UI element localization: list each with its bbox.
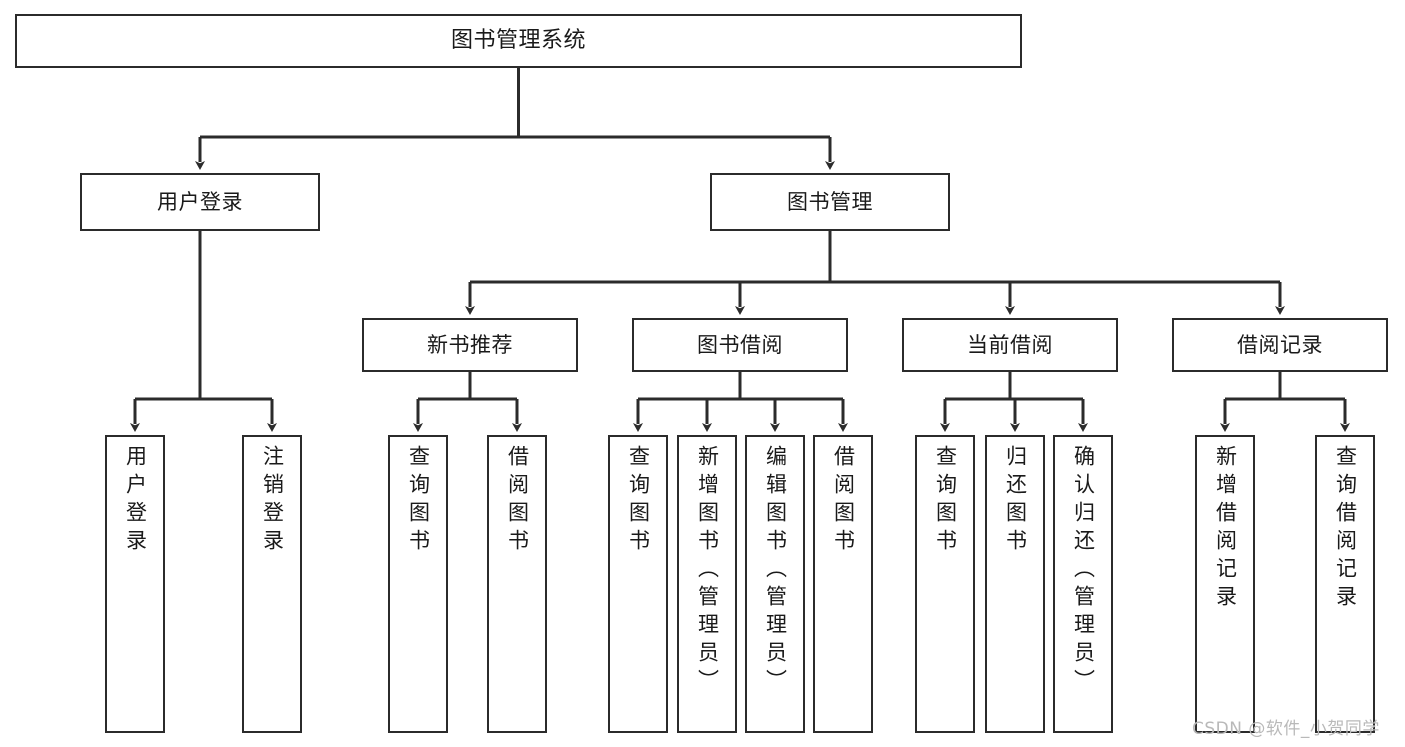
node-label: 用户登录	[123, 445, 148, 557]
node-leaf-confirm-return[interactable]: 确认归还（管理员）	[1053, 435, 1113, 733]
node-label: 查询图书	[406, 445, 431, 557]
node-leaf-query-book-2[interactable]: 查询图书	[608, 435, 668, 733]
node-label: 归还图书	[1003, 445, 1028, 557]
node-leaf-logout[interactable]: 注销登录	[242, 435, 302, 733]
node-leaf-query-record[interactable]: 查询借阅记录	[1315, 435, 1375, 733]
node-leaf-return-book[interactable]: 归还图书	[985, 435, 1045, 733]
node-label: 图书借阅	[697, 332, 783, 357]
node-leaf-borrow-book-1[interactable]: 借阅图书	[487, 435, 547, 733]
node-label: 借阅图书	[831, 445, 856, 557]
node-label: 图书管理系统	[450, 28, 586, 54]
node-label: 查询图书	[626, 445, 651, 557]
node-leaf-add-record[interactable]: 新增借阅记录	[1195, 435, 1255, 733]
node-label: 借阅记录	[1237, 332, 1323, 357]
node-label: 用户登录	[157, 189, 243, 214]
node-label: 新增借阅记录	[1213, 445, 1238, 613]
node-leaf-query-book-3[interactable]: 查询图书	[915, 435, 975, 733]
node-label: 当前借阅	[967, 332, 1053, 357]
node-user-login[interactable]: 用户登录	[80, 173, 320, 231]
node-new-book-rec[interactable]: 新书推荐	[362, 318, 578, 372]
csdn-watermark: CSDN @软件_小贺同学	[1192, 719, 1380, 739]
node-leaf-user-login[interactable]: 用户登录	[105, 435, 165, 733]
node-current-borrow[interactable]: 当前借阅	[902, 318, 1118, 372]
node-leaf-query-book-1[interactable]: 查询图书	[388, 435, 448, 733]
node-book-borrow[interactable]: 图书借阅	[632, 318, 848, 372]
node-label: 查询图书	[933, 445, 958, 557]
node-label: 新增图书（管理员）	[695, 445, 720, 697]
node-book-manage[interactable]: 图书管理	[710, 173, 950, 231]
node-borrow-record[interactable]: 借阅记录	[1172, 318, 1388, 372]
node-leaf-borrow-book-2[interactable]: 借阅图书	[813, 435, 873, 733]
node-label: 确认归还（管理员）	[1071, 445, 1096, 697]
node-label: 借阅图书	[505, 445, 530, 557]
node-label: 图书管理	[787, 189, 873, 214]
node-root[interactable]: 图书管理系统	[15, 14, 1022, 68]
node-label: 编辑图书（管理员）	[763, 445, 788, 697]
node-label: 新书推荐	[427, 332, 513, 357]
node-leaf-edit-book[interactable]: 编辑图书（管理员）	[745, 435, 805, 733]
node-leaf-add-book[interactable]: 新增图书（管理员）	[677, 435, 737, 733]
node-label: 注销登录	[260, 445, 285, 557]
node-label: 查询借阅记录	[1333, 445, 1358, 613]
